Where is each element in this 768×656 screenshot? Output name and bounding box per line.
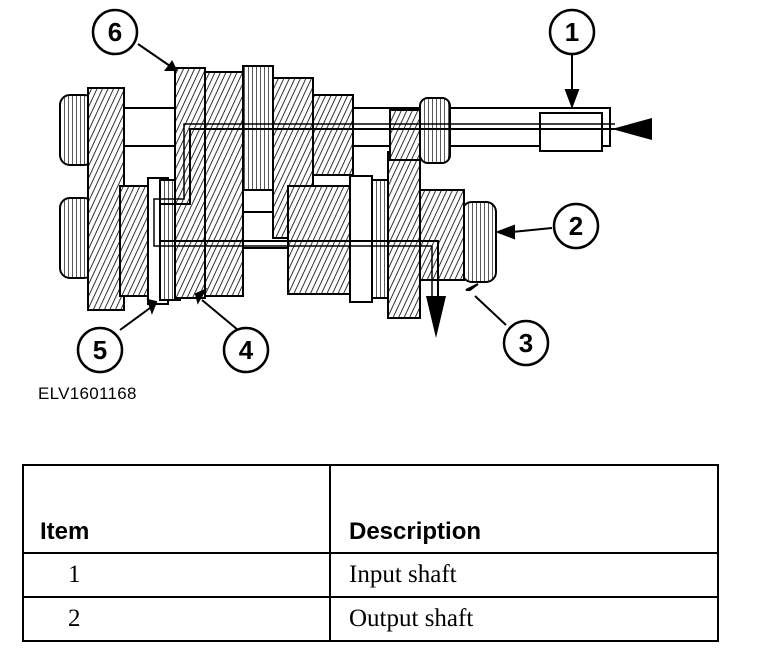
figure-id: ELV1601168 <box>38 384 137 403</box>
power-flow-path <box>153 123 620 298</box>
item-description: Output shaft <box>329 596 719 642</box>
parts-table: Item Description 1 Input shaft 2 Output … <box>22 464 719 642</box>
gearbox-diagram: 1 2 3 4 5 6 <box>59 8 652 374</box>
svg-text:1: 1 <box>565 17 579 47</box>
svg-text:5: 5 <box>93 335 107 365</box>
svg-text:2: 2 <box>569 211 583 241</box>
callout-4: 4 <box>222 326 270 374</box>
column-header-description: Description <box>329 464 719 554</box>
callout-1: 1 <box>548 8 596 56</box>
column-header-item: Item <box>22 464 331 554</box>
callout-6: 6 <box>91 8 139 56</box>
callout-leaders <box>119 43 580 331</box>
gear-cluster <box>87 65 465 319</box>
table-row: 1 Input shaft <box>22 552 719 598</box>
svg-text:6: 6 <box>108 17 122 47</box>
callout-2: 2 <box>552 202 600 250</box>
svg-text:4: 4 <box>239 335 254 365</box>
callout-3: 3 <box>502 319 550 367</box>
item-number: 2 <box>22 596 331 642</box>
output-arrow <box>426 296 446 338</box>
input-arrow <box>612 118 652 140</box>
callout-5: 5 <box>76 326 124 374</box>
item-number: 1 <box>22 552 331 598</box>
item-description: Input shaft <box>329 552 719 598</box>
table-row: 2 Output shaft <box>22 596 719 642</box>
svg-text:3: 3 <box>519 328 533 358</box>
table-header-row: Item Description <box>22 464 719 554</box>
